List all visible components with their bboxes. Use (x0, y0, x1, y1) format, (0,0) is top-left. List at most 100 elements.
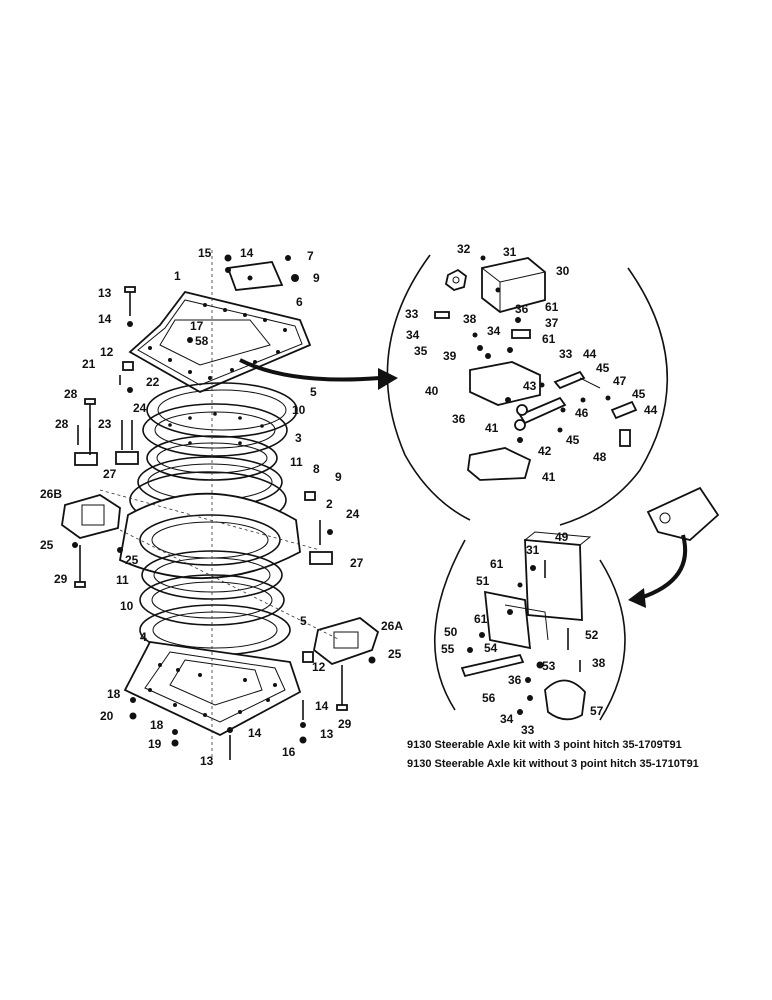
link-56 (460, 653, 525, 678)
callout-46: 46 (575, 406, 589, 420)
top-plate (128, 290, 312, 394)
callout-30: 30 (556, 264, 570, 278)
callout-1: 1 (174, 269, 181, 283)
callout-11-bottom: 11 (116, 573, 129, 587)
callout-41-b: 41 (542, 470, 556, 484)
callout-24-top: 24 (133, 401, 147, 415)
upper-inset-arc-right (559, 267, 669, 526)
callout-b36: 36 (508, 673, 522, 687)
callout-45-c: 45 (566, 433, 580, 447)
callout-44-b: 44 (644, 403, 658, 417)
callout-25-a: 25 (40, 538, 54, 552)
callout-43: 43 (523, 379, 537, 393)
upper-inset-arc-left (386, 254, 471, 521)
callout-13-bottom: 13 (200, 754, 214, 768)
callout-61-b: 61 (542, 332, 556, 346)
callout-b31: 31 (526, 543, 540, 557)
clevis-57 (544, 679, 586, 721)
callout-9-mid: 9 (335, 470, 342, 484)
callout-14-d: 14 (248, 726, 262, 740)
callout-32: 32 (457, 242, 471, 256)
callout-31: 31 (503, 245, 517, 259)
callout-38: 38 (463, 312, 477, 326)
callout-7: 7 (307, 249, 314, 263)
alignment-lines (99, 250, 341, 760)
callout-26b: 26B (40, 487, 62, 501)
lower-inset-arc-left (433, 539, 466, 711)
callout-b38: 38 (592, 656, 606, 670)
callout-b53: 53 (542, 659, 556, 673)
callout-b57: 57 (590, 704, 604, 718)
callout-2: 2 (326, 497, 333, 511)
pin-48 (619, 429, 631, 447)
callout-33-b: 33 (559, 347, 573, 361)
callout-14-a: 14 (240, 246, 254, 260)
callout-25-b: 25 (125, 553, 139, 567)
callout-4: 4 (140, 630, 147, 644)
callout-15: 15 (198, 246, 212, 260)
callout-b61-b: 61 (474, 612, 488, 626)
nuts-washers (72, 254, 376, 747)
lower-inset-arc-right (599, 559, 626, 721)
callout-36-b: 36 (515, 302, 529, 316)
callout-17: 17 (190, 319, 204, 333)
lower-inset-small-parts (467, 560, 581, 715)
callout-5-bottom: 5 (300, 614, 307, 628)
callout-22: 22 (146, 375, 160, 389)
valve-box-30 (481, 257, 546, 313)
callout-28-b: 28 (55, 417, 69, 431)
callout-29-left: 29 (54, 572, 68, 586)
bracket-26b (61, 494, 121, 539)
caption-with-hitch: 9130 Steerable Axle kit with 3 point hit… (407, 739, 682, 751)
callout-21: 21 (82, 357, 96, 371)
callout-b34: 34 (500, 712, 514, 726)
callout-14-c: 14 (315, 699, 329, 713)
callout-12-bottom: 12 (312, 660, 326, 674)
callout-11-top: 11 (290, 455, 303, 469)
callout-b54: 54 (484, 641, 498, 655)
callout-19: 19 (148, 737, 162, 751)
callout-48: 48 (593, 450, 607, 464)
callout-20: 20 (100, 709, 114, 723)
caption-without-hitch: 9130 Steerable Axle kit without 3 point … (407, 758, 699, 770)
callout-5-top: 5 (310, 385, 317, 399)
callout-40: 40 (425, 384, 439, 398)
callout-42: 42 (538, 444, 552, 458)
upper-inset-small-parts (434, 255, 611, 443)
callout-34: 34 (406, 328, 420, 342)
clamp-pad-27-right (309, 551, 333, 565)
bolts (74, 286, 348, 760)
callout-b61-a: 61 (490, 557, 504, 571)
top-bracket (226, 261, 284, 291)
bracket-40 (469, 361, 541, 406)
callout-35: 35 (414, 344, 428, 358)
callout-44-a: 44 (583, 347, 597, 361)
callout-6: 6 (296, 295, 303, 309)
bracket-26a (313, 617, 380, 666)
callout-26a: 26A (381, 619, 403, 633)
callout-61-a: 61 (545, 300, 559, 314)
callout-arrow-upper (239, 358, 381, 382)
lower-inset (433, 486, 720, 721)
callout-28-a: 28 (64, 387, 78, 401)
mount-plate-49 (524, 539, 583, 621)
callout-45-a: 45 (596, 361, 610, 375)
callout-45-b: 45 (632, 387, 646, 401)
callout-14-b: 14 (98, 312, 112, 326)
callout-47: 47 (613, 374, 627, 388)
callout-b49: 49 (555, 530, 569, 544)
callout-13-top: 13 (98, 286, 112, 300)
callout-8: 8 (313, 462, 320, 476)
callout-18-a: 18 (107, 687, 121, 701)
callout-27-left: 27 (103, 467, 117, 481)
callout-b33: 33 (521, 723, 535, 737)
callout-b56: 56 (482, 691, 496, 705)
callout-58: 58 (195, 334, 209, 348)
clamp-pad-27-left (74, 452, 98, 466)
callout-labels: 1 2 3 4 5 5 6 7 8 9 9 10 10 11 11 12 12 … (40, 242, 658, 768)
callout-37: 37 (545, 316, 559, 330)
callout-23: 23 (98, 417, 112, 431)
callout-12-top: 12 (100, 345, 114, 359)
plate-41 (467, 447, 532, 481)
